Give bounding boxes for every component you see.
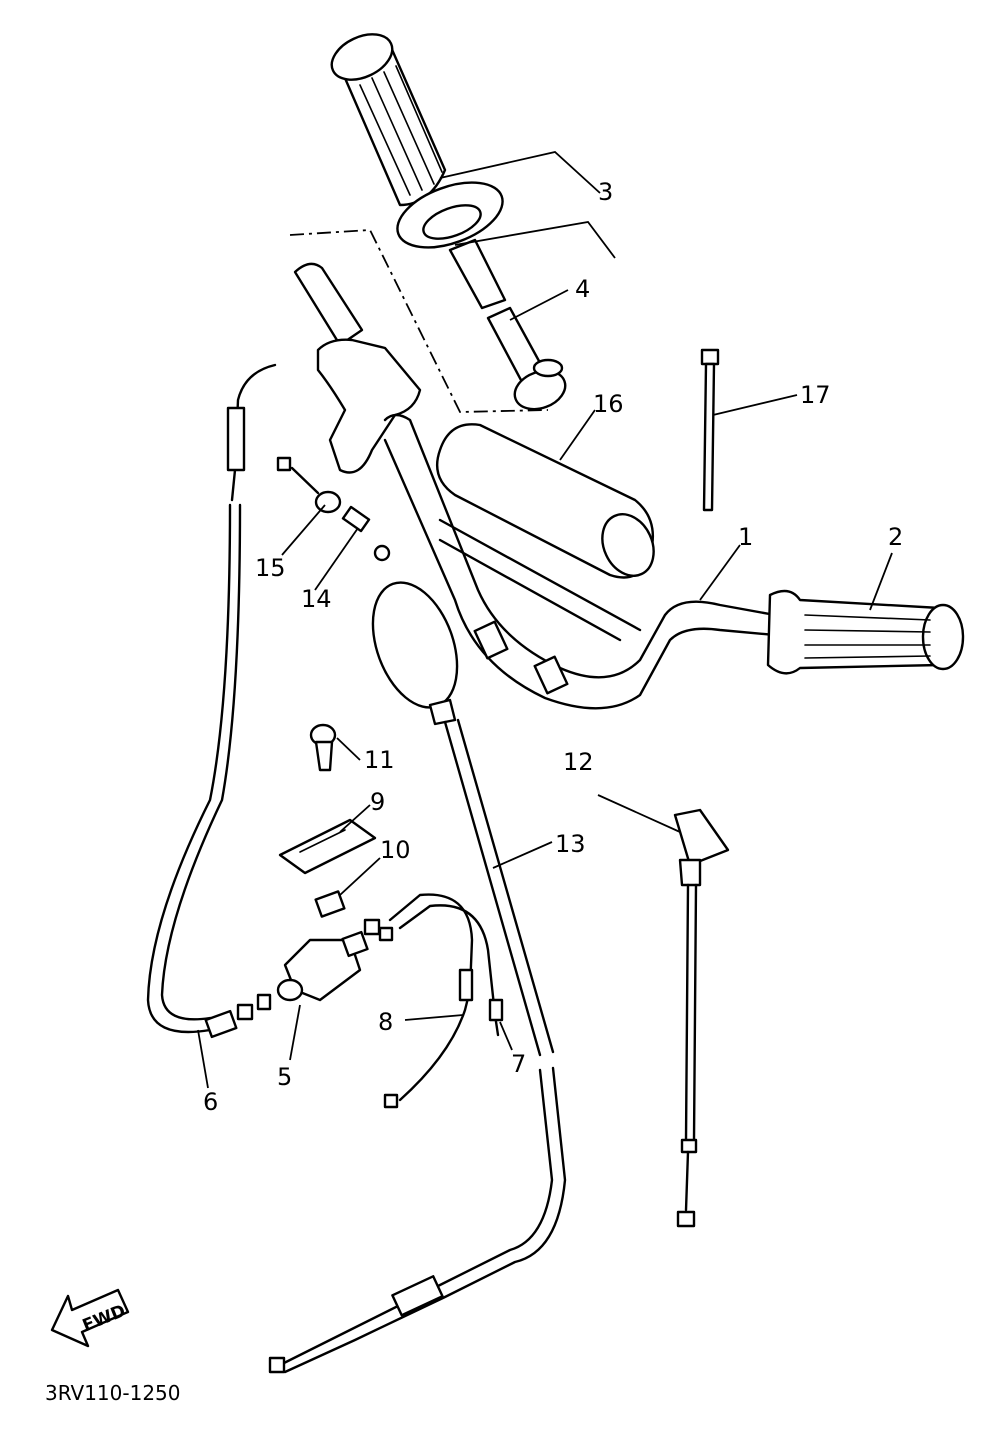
label-part-9: 9 — [370, 788, 385, 816]
left-grip-tube — [293, 262, 364, 347]
brake-cable — [268, 581, 567, 1374]
throttle-sleeve — [448, 238, 567, 411]
screw — [309, 723, 337, 772]
lever-cable — [673, 808, 730, 1228]
label-part-16: 16 — [593, 390, 624, 418]
label-part-8: 8 — [378, 1008, 393, 1036]
dashed-outline — [289, 229, 549, 413]
diagram-code: 3RV110-1250 — [45, 1381, 181, 1405]
label-part-7: 7 — [511, 1050, 526, 1078]
starter-switch — [276, 930, 369, 1002]
wire-leads — [363, 893, 504, 1109]
leader-lines — [197, 151, 893, 1089]
label-part-10: 10 — [380, 836, 411, 864]
throttle-grip — [330, 33, 504, 249]
fwd-arrow: FWD — [50, 1288, 130, 1348]
label-part-14: 14 — [301, 585, 332, 613]
label-part-15: 15 — [255, 554, 286, 582]
throttle-cable — [146, 363, 277, 1039]
label-part-6: 6 — [203, 1088, 218, 1116]
cable-tie — [700, 348, 720, 512]
handlebar-pad — [435, 423, 655, 579]
label-part-13: 13 — [555, 830, 586, 858]
label-part-17: 17 — [800, 381, 831, 409]
part-labels: 1 2 3 4 5 6 7 8 9 10 11 12 13 14 15 16 1… — [203, 178, 903, 1116]
right-grip — [766, 589, 965, 675]
label-part-2: 2 — [888, 523, 903, 551]
throttle-housing — [316, 338, 422, 474]
cable-adjuster — [276, 456, 391, 562]
label-part-12: 12 — [563, 748, 594, 776]
handlebar — [383, 413, 777, 710]
label-part-1: 1 — [738, 523, 753, 551]
label-part-3: 3 — [598, 178, 613, 206]
label-part-4: 4 — [575, 275, 590, 303]
label-part-11: 11 — [364, 746, 395, 774]
bracket — [278, 818, 377, 875]
label-part-5: 5 — [277, 1063, 292, 1091]
clip — [314, 890, 346, 918]
